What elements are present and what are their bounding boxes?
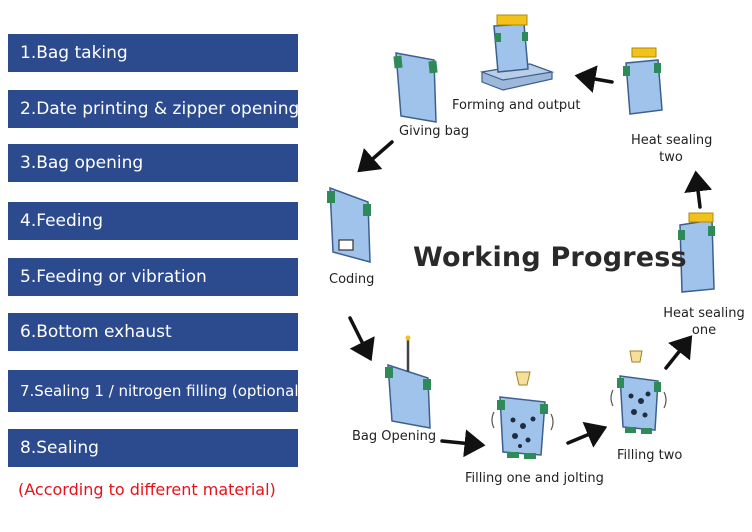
- bag-opening-illustration: [385, 335, 431, 429]
- step-2-date-printing: 2.Date printing & zipper opening: [8, 90, 298, 128]
- step-6-bottom-exhaust: 6.Bottom exhaust: [8, 313, 298, 351]
- filling-one-illustration: [491, 371, 554, 459]
- giving-bag-illustration: [393, 52, 438, 123]
- label-forming-output: Forming and output: [452, 98, 581, 113]
- diagram-title: Working Progress: [413, 242, 687, 273]
- label-giving-bag: Giving bag: [399, 124, 470, 139]
- arrow-opening-to-filling-one: [440, 429, 486, 458]
- label-bag-opening: Bag Opening: [352, 429, 437, 444]
- coding-illustration: [327, 186, 371, 263]
- label-heat-sealing-one: Heat sealing one: [661, 305, 747, 339]
- label-heat-sealing-two-line1: Heat sealing: [631, 133, 713, 148]
- label-heat-sealing-one-line2: one: [691, 323, 717, 338]
- flow-arrows: [348, 65, 713, 458]
- label-heat-sealing-one-line1: Heat sealing: [663, 306, 745, 321]
- arrow-heat-two-to-forming: [574, 65, 614, 93]
- step-1-bag-taking: 1.Bag taking: [8, 34, 298, 72]
- label-heat-sealing-two-line2: two: [659, 150, 683, 165]
- step-7-sealing-nitrogen: 7.Sealing 1 / nitrogen filling (optional…: [8, 370, 298, 412]
- step-5-feeding-vibration: 5.Feeding or vibration: [8, 258, 298, 296]
- forming-output-illustration: [479, 14, 555, 91]
- label-coding: Coding: [329, 272, 375, 287]
- arrow-heat-one-to-heat-two: [684, 170, 713, 209]
- label-heat-sealing-two: Heat sealing two: [631, 132, 713, 166]
- filling-two-illustration: [610, 350, 667, 434]
- arrow-coding-to-opening: [348, 316, 375, 362]
- step-8-sealing: 8.Sealing: [8, 429, 298, 467]
- step-4-feeding: 4.Feeding: [8, 202, 298, 240]
- material-note: (According to different material): [18, 480, 276, 499]
- step-3-bag-opening: 3.Bag opening: [8, 144, 298, 182]
- heat-sealing-two-illustration: [623, 47, 663, 115]
- heat-sealing-one-illustration: [678, 212, 715, 293]
- arrow-filling-two-to-heat-one: [664, 335, 693, 370]
- arrow-filling-one-to-two: [566, 421, 608, 448]
- label-filling-one: Filling one and jolting: [465, 471, 604, 486]
- label-filling-two: Filling two: [617, 448, 683, 463]
- arrow-giving-to-coding: [357, 140, 394, 173]
